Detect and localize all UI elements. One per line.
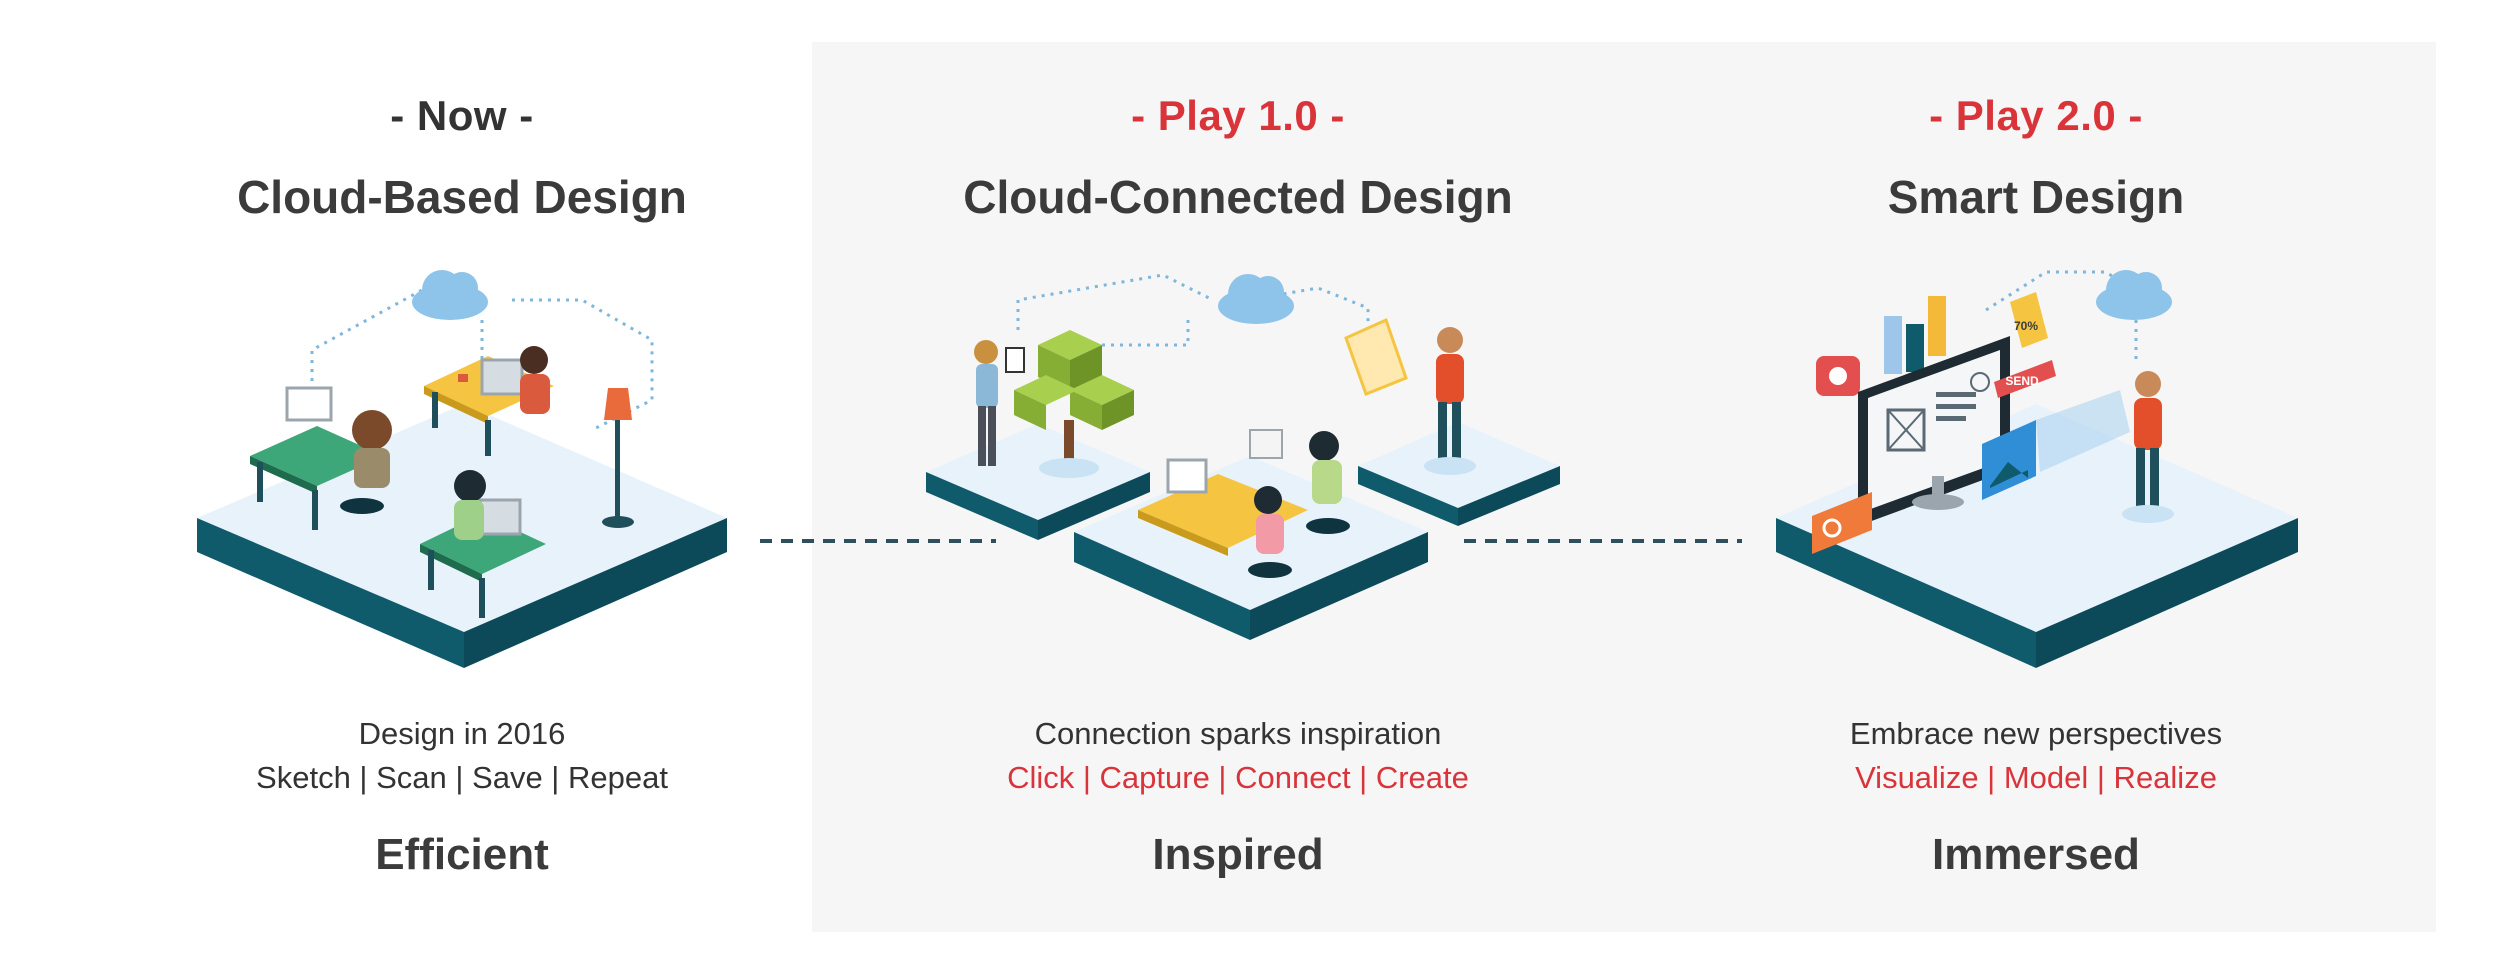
column-tags: Sketch | Scan | Save | Repeat: [256, 760, 668, 795]
era-label: - Play 2.0 -: [1929, 92, 2143, 139]
column-result: Immersed: [1932, 830, 2140, 879]
column-result: Efficient: [375, 830, 549, 879]
column-heading: Cloud-Based Design: [237, 171, 687, 223]
column-description: Embrace new perspectives: [1849, 716, 2223, 751]
column-result: Inspired: [1152, 830, 1324, 879]
column-tags: Visualize | Model | Realize: [1855, 760, 2217, 795]
column-play-2: - Play 2.0 - Smart Design 70%: [1636, 0, 2436, 964]
column-description: Design in 2016: [358, 716, 566, 751]
era-label: - Now -: [390, 92, 534, 139]
column-tags: Click | Capture | Connect | Create: [1007, 760, 1469, 795]
dashed-connector-right: [1464, 539, 1742, 543]
column-heading: Cloud-Connected Design: [963, 171, 1513, 223]
era-label: - Play 1.0 -: [1131, 92, 1345, 139]
column-heading: Smart Design: [1887, 171, 2185, 223]
column-now: - Now - Cloud-Based Design: [62, 0, 862, 964]
office-desks-cloud-illustration: [197, 270, 727, 668]
send-tag-text: SEND: [2005, 374, 2039, 388]
badge-70-text: 70%: [2014, 319, 2038, 333]
dashed-connector-left: [760, 539, 996, 543]
column-play-1: - Play 1.0 - Cloud-Connected Design: [838, 0, 1638, 964]
smart-screen-cloud-illustration: 70% SEND: [1776, 270, 2298, 668]
column-description: Connection sparks inspiration: [1034, 716, 1442, 751]
connected-team-cloud-illustration: [926, 273, 1560, 640]
